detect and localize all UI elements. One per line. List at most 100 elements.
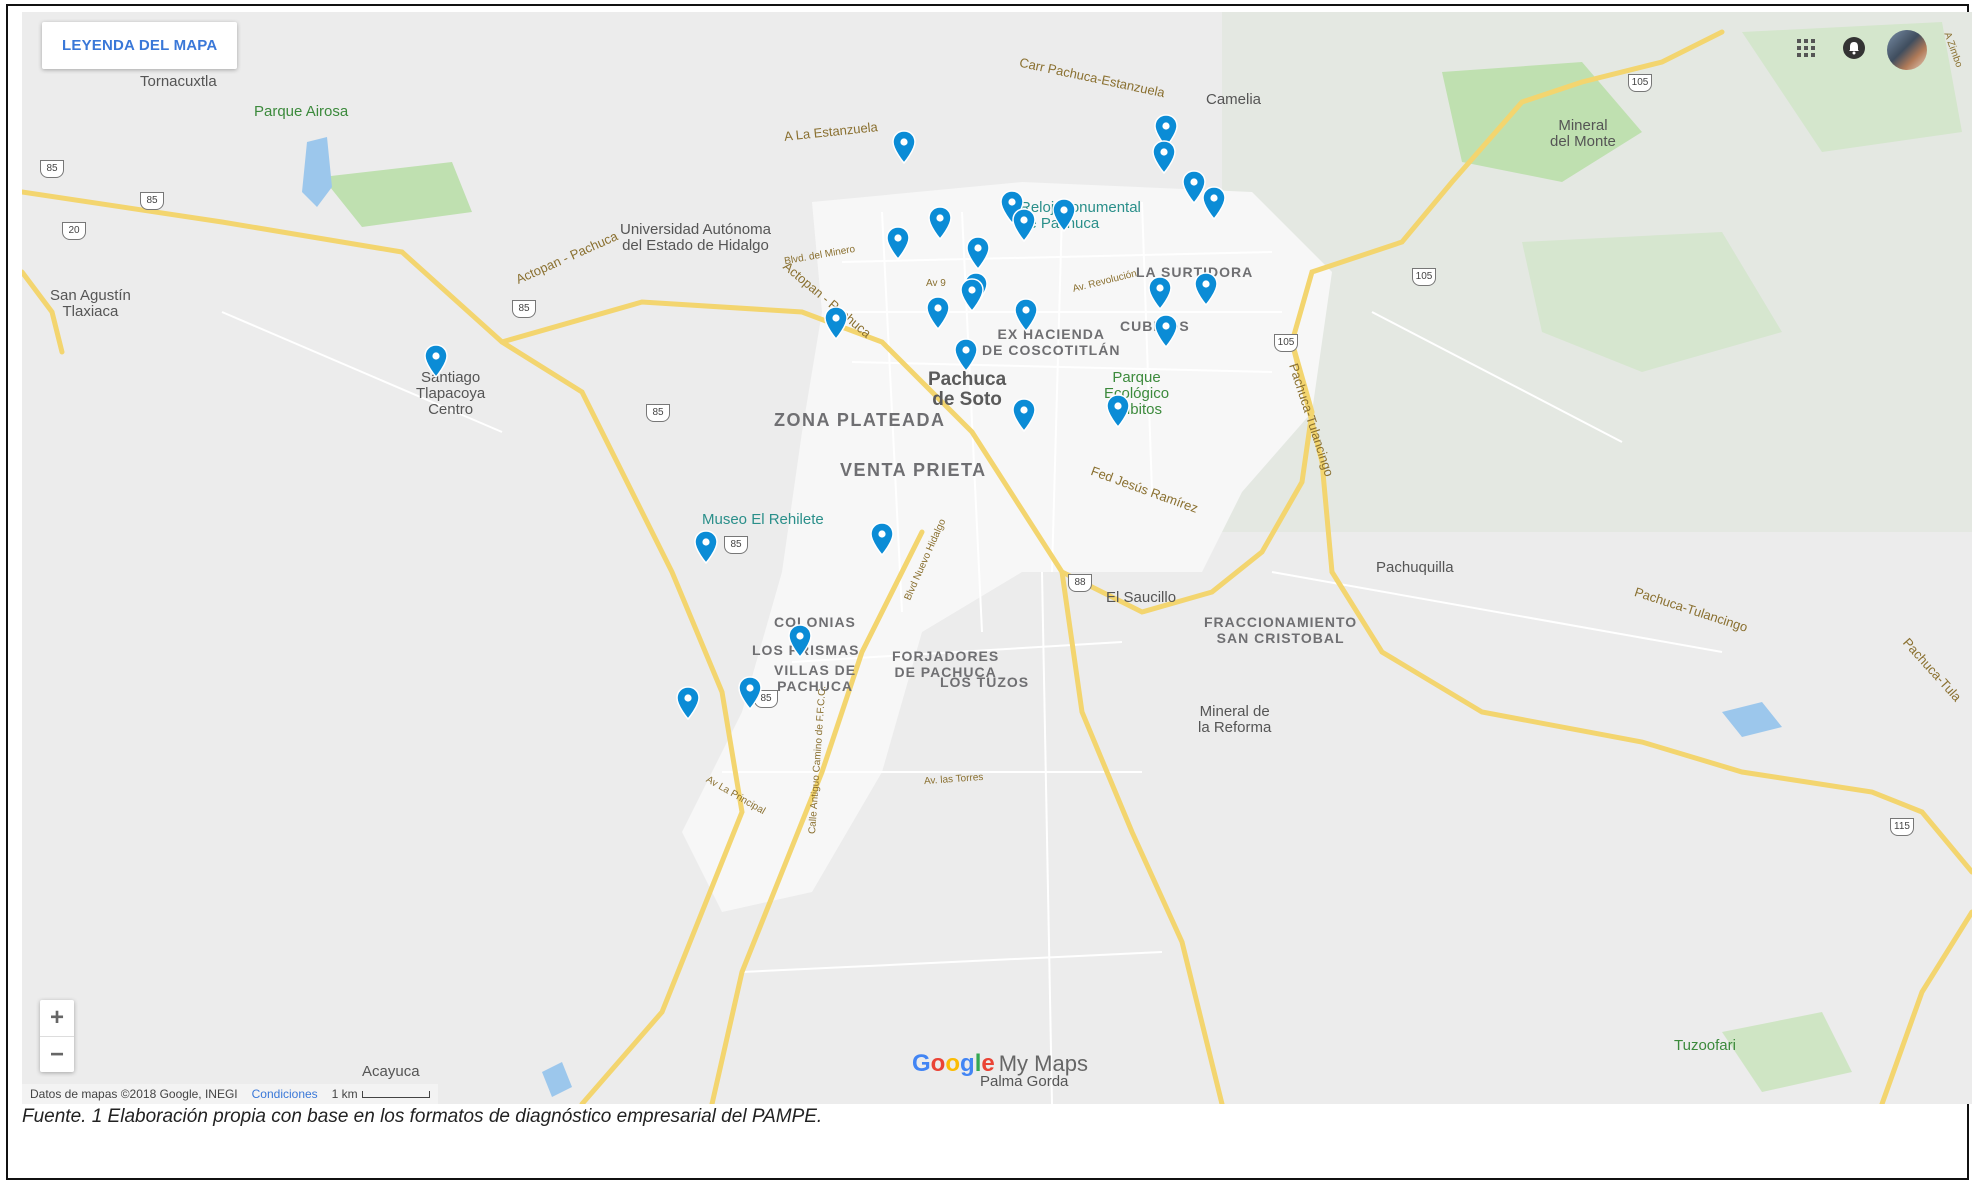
- highway-85: [22, 189, 745, 1104]
- apps-grid-icon[interactable]: [1792, 34, 1820, 62]
- pin-glyph: [1106, 394, 1130, 429]
- location-pin-icon[interactable]: [1152, 140, 1176, 175]
- highway-shield-85: 85: [140, 192, 164, 210]
- figure-frame: Tornacuxtla Parque Airosa Camelia Minera…: [6, 4, 1972, 1180]
- urban-area: [682, 182, 1332, 912]
- pin-glyph: [954, 338, 978, 373]
- label-tornacuxtla: Tornacuxtla: [140, 73, 217, 90]
- pin-glyph: [738, 676, 762, 711]
- highway-shield-88: 88: [1068, 574, 1092, 592]
- zoom-in-button[interactable]: +: [40, 1000, 74, 1037]
- location-pin-icon[interactable]: [928, 206, 952, 241]
- pin-glyph: [928, 206, 952, 241]
- notification-bell-glyph: [1843, 37, 1865, 59]
- pin-glyph: [1148, 276, 1172, 311]
- highway-shield-85: 85: [512, 300, 536, 318]
- scale-indicator: 1 km: [332, 1087, 430, 1101]
- location-pin-icon[interactable]: [926, 296, 950, 331]
- pin-glyph: [870, 522, 894, 557]
- location-pin-icon[interactable]: [966, 236, 990, 271]
- pin-glyph: [1194, 272, 1218, 307]
- green-area-monte: [1442, 62, 1642, 182]
- label-venta-prieta: VENTA PRIETA: [840, 460, 987, 480]
- water-pachuquilla: [1722, 702, 1782, 737]
- label-santiago-tlapacoya: Santiago Tlapacoya Centro: [416, 369, 486, 418]
- location-pin-icon[interactable]: [1014, 298, 1038, 333]
- notification-bell-icon[interactable]: [1840, 34, 1868, 62]
- label-camelia: Camelia: [1206, 91, 1262, 108]
- label-mineral-del-monte: Mineral del Monte: [1550, 117, 1616, 150]
- highway-shield-105: 105: [1412, 268, 1436, 286]
- map-canvas[interactable]: Tornacuxtla Parque Airosa Camelia Minera…: [22, 12, 1972, 1104]
- label-mineral-de-la-reforma: Mineral de la Reforma: [1198, 703, 1272, 736]
- logo-letter-g2: g: [960, 1050, 975, 1077]
- location-pin-icon[interactable]: [954, 338, 978, 373]
- location-pin-icon[interactable]: [1202, 186, 1226, 221]
- location-pin-icon[interactable]: [424, 344, 448, 379]
- zoom-control: + −: [40, 1000, 74, 1072]
- highway-105: [499, 29, 1725, 615]
- highway-shield-115: 115: [1890, 818, 1914, 836]
- highway-pachuca-tulancingo: [1289, 339, 1972, 875]
- location-pin-icon[interactable]: [1194, 272, 1218, 307]
- highway-shield-85: 85: [646, 404, 670, 422]
- highway-20: [22, 269, 65, 355]
- attribution-data: Datos de mapas ©2018 Google, INEGI: [30, 1087, 238, 1101]
- pin-glyph: [424, 344, 448, 379]
- location-pin-icon[interactable]: [870, 522, 894, 557]
- terms-link[interactable]: Condiciones: [251, 1087, 318, 1101]
- logo-letter-l: l: [974, 1050, 982, 1077]
- location-pin-icon[interactable]: [892, 130, 916, 165]
- pin-glyph: [966, 236, 990, 271]
- highway-shield-20: 20: [62, 222, 86, 240]
- zoom-out-button[interactable]: −: [49, 1041, 64, 1068]
- label-museo-rehilete: Museo El Rehilete: [702, 511, 824, 528]
- label-pachuca-de-soto: Pachuca de Soto: [928, 369, 1007, 410]
- location-pin-icon[interactable]: [694, 530, 718, 565]
- location-pin-icon[interactable]: [738, 676, 762, 711]
- logo-letter-e: e: [981, 1050, 995, 1077]
- label-palma-gorda: Palma Gorda: [980, 1073, 1069, 1090]
- pin-glyph: [824, 306, 848, 341]
- label-forjadores: FORJADORES DE PACHUCA: [892, 648, 1000, 680]
- highway-88: [1059, 569, 1225, 1104]
- user-avatar[interactable]: [1887, 30, 1927, 70]
- pin-glyph: [960, 278, 984, 313]
- location-pin-icon[interactable]: [824, 306, 848, 341]
- label-ex-hacienda: EX HACIENDA DE COSCOTITLÁN: [982, 326, 1121, 358]
- location-pin-icon[interactable]: [960, 278, 984, 313]
- pin-glyph: [1012, 208, 1036, 243]
- pin-glyph: [676, 686, 700, 721]
- label-zona-plateada: ZONA PLATEADA: [774, 410, 946, 430]
- water-airosa: [302, 137, 332, 207]
- location-pin-icon[interactable]: [1052, 198, 1076, 233]
- logo-letter-g: G: [912, 1050, 931, 1077]
- pin-glyph: [892, 130, 916, 165]
- location-pin-icon[interactable]: [1148, 276, 1172, 311]
- map-legend-button[interactable]: LEYENDA DEL MAPA: [42, 22, 238, 69]
- green-area-airosa: [322, 162, 472, 227]
- location-pin-icon[interactable]: [1154, 314, 1178, 349]
- pin-glyph: [1012, 398, 1036, 433]
- label-universidad: Universidad Autónoma del Estado de Hidal…: [620, 221, 771, 254]
- pin-glyph: [1154, 314, 1178, 349]
- water-south: [542, 1062, 572, 1097]
- location-pin-icon[interactable]: [1012, 208, 1036, 243]
- highway-shield-105: 105: [1628, 74, 1652, 92]
- location-pin-icon[interactable]: [1012, 398, 1036, 433]
- highway-115: [1879, 909, 1972, 1104]
- location-pin-icon[interactable]: [788, 624, 812, 659]
- location-pin-icon[interactable]: [1106, 394, 1130, 429]
- location-pin-icon[interactable]: [1182, 170, 1206, 205]
- location-pin-icon[interactable]: [886, 226, 910, 261]
- highway-south: [709, 529, 925, 1104]
- logo-my-maps-text: My Maps: [998, 1051, 1088, 1076]
- location-pin-icon[interactable]: [676, 686, 700, 721]
- label-acayuca: Acayuca: [362, 1063, 420, 1080]
- highway-shield-105: 105: [1274, 334, 1298, 352]
- label-fraccionamiento: FRACCIONAMIENTO SAN CRISTOBAL: [1204, 614, 1358, 646]
- scale-label: 1 km: [331, 1087, 358, 1101]
- highways: [22, 29, 1972, 1104]
- label-san-agustin: San Agustín Tlaxiaca: [50, 287, 131, 320]
